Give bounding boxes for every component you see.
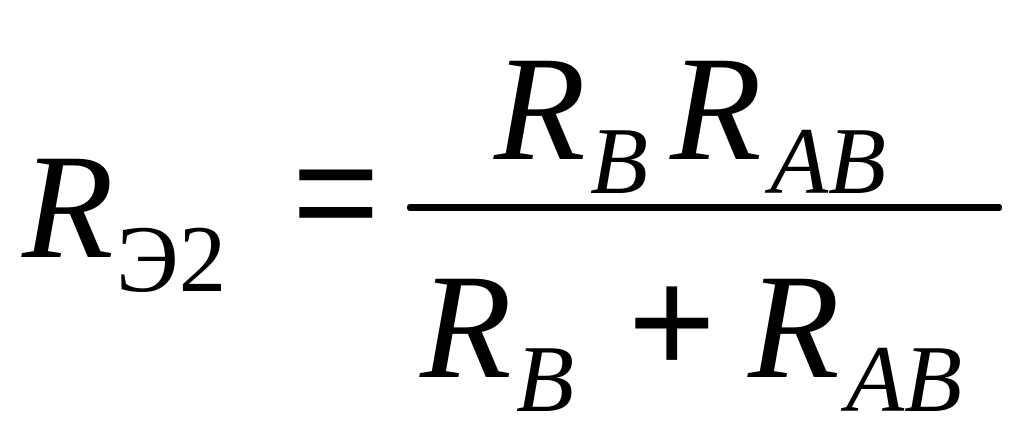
lhs-subscript: Э2 xyxy=(116,206,227,312)
denominator-plus-operator: + xyxy=(628,237,716,405)
denominator-term2-subscript: AB xyxy=(846,326,963,432)
numerator-factor2-subscript: AB xyxy=(770,108,887,214)
equals-sign: = xyxy=(292,107,380,275)
fraction-bar xyxy=(407,204,1002,211)
numerator-factor2-symbol: R xyxy=(670,26,762,192)
denominator-term1-symbol: R xyxy=(420,244,512,410)
denominator-term1-subscript: B xyxy=(516,326,575,432)
lhs-symbol: R xyxy=(22,124,114,290)
numerator-factor1-subscript: B xyxy=(590,108,649,214)
denominator-term2-symbol: R xyxy=(748,244,840,410)
numerator-factor1-symbol: R xyxy=(494,26,586,192)
